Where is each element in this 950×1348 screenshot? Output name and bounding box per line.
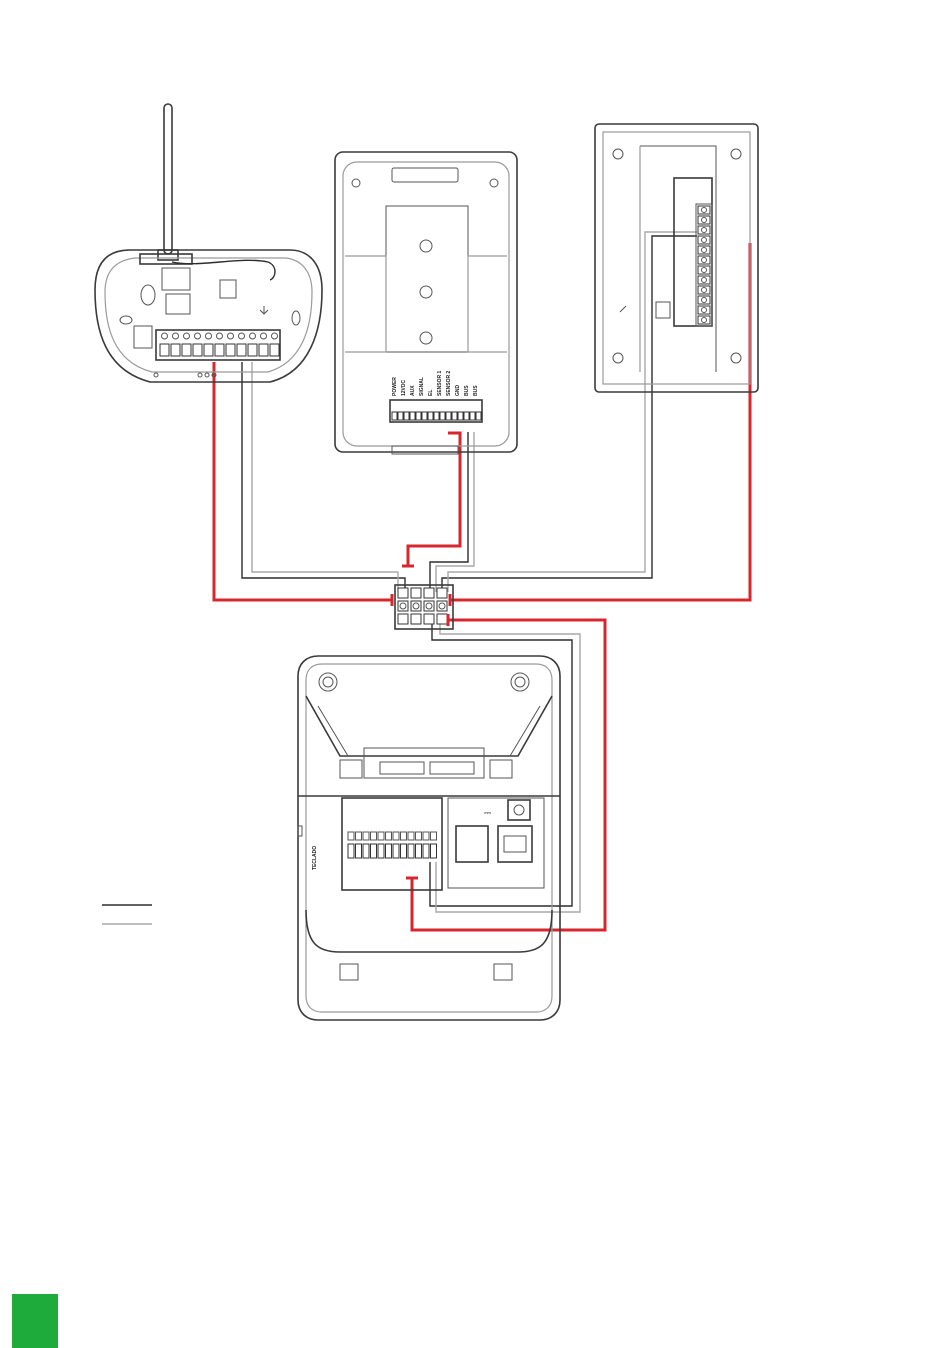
- panel-terminal-label: BUS: [464, 385, 470, 396]
- screw-terminal: [160, 344, 169, 356]
- panel-terminal-label: POWER: [392, 377, 398, 396]
- screw-terminal: [423, 844, 429, 858]
- screw-terminal: [434, 412, 439, 420]
- antenna-icon: [164, 104, 172, 254]
- screw-terminal: [452, 412, 457, 420]
- panel-terminal-label: SENSOR 2: [446, 370, 452, 396]
- screw-terminal: [204, 344, 213, 356]
- screw-terminal: [193, 344, 202, 356]
- screw-terminal: [428, 412, 433, 420]
- screw-terminal: [416, 412, 421, 420]
- screw-icon: [420, 332, 432, 344]
- power-wire-monitor: [412, 620, 605, 930]
- junction-terminal: [424, 614, 434, 624]
- network-port-icon: [456, 826, 488, 862]
- junction-terminal: [411, 614, 421, 624]
- bus-wire-right-grey: [448, 232, 697, 592]
- junction-terminal: [424, 588, 434, 598]
- screw-terminal: [226, 344, 235, 356]
- screw-terminal: [476, 412, 481, 420]
- screw-terminal: [440, 412, 445, 420]
- screw-terminal: [171, 344, 180, 356]
- panel-terminal-label: AUX: [410, 385, 416, 396]
- screw-terminal: [215, 344, 224, 356]
- screw-icon: [420, 240, 432, 252]
- screw-terminal: [464, 412, 469, 420]
- screw-terminal: [386, 844, 392, 858]
- sim-slot: [162, 268, 190, 290]
- screw-terminal: [458, 412, 463, 420]
- screw-terminal: [393, 844, 399, 858]
- screw-terminal: [401, 844, 407, 858]
- power-wire-panel: [408, 433, 460, 566]
- screw-terminal: [348, 844, 354, 858]
- junction-terminal: [437, 588, 447, 598]
- gsm-module: [95, 104, 322, 382]
- screw-terminal: [259, 344, 268, 356]
- screw-icon: [420, 286, 432, 298]
- panel-housing: [335, 152, 517, 452]
- screw-terminal: [470, 412, 475, 420]
- screw-terminal: [398, 412, 403, 420]
- bus-wire-gsm-grey: [252, 362, 398, 590]
- junction-block: [392, 566, 453, 629]
- page-section-marker: [12, 1294, 58, 1348]
- panel-terminal-label: 12VDC: [401, 379, 407, 396]
- junction-terminal: [398, 588, 408, 598]
- screw-terminal: [404, 412, 409, 420]
- screw-terminal: [363, 844, 369, 858]
- screw-terminal: [408, 844, 414, 858]
- screw-terminal: [270, 344, 279, 356]
- screw-terminal: [182, 344, 191, 356]
- panel-terminal-label: EL: [428, 390, 434, 396]
- screw-terminal: [371, 844, 377, 858]
- screw-terminal: [446, 412, 451, 420]
- indoor-unit: [595, 124, 758, 392]
- screw-terminal: [248, 344, 257, 356]
- panel-terminal-label: SIGNAL: [419, 377, 425, 396]
- monitor-side-label: TECLADO: [312, 846, 318, 870]
- network-port-icon: [498, 826, 532, 862]
- junction-terminal: [411, 588, 421, 598]
- monitor: ⎓ TECLADO: [298, 656, 560, 1020]
- junction-terminal: [437, 614, 447, 624]
- screw-terminal: [422, 412, 427, 420]
- dc-symbol: ⎓: [484, 808, 491, 818]
- power-wire-gsm: [214, 362, 392, 600]
- screw-terminal: [416, 844, 422, 858]
- panel-terminal-label: GND: [455, 385, 461, 397]
- legend: [102, 905, 152, 924]
- screw-terminal: [356, 844, 362, 858]
- bus-wire-gsm-dark: [242, 362, 405, 590]
- dc-jack-icon: [508, 800, 530, 820]
- indoor-unit-housing: [595, 124, 758, 392]
- screw-terminal: [378, 844, 384, 858]
- panel-terminal-label: BUS: [473, 385, 479, 396]
- screw-terminal: [237, 344, 246, 356]
- panel-terminal-label: SENSOR 1: [437, 370, 443, 396]
- junction-terminal: [398, 614, 408, 624]
- screw-terminal: [410, 412, 415, 420]
- screw-terminal: [431, 844, 437, 858]
- screw-terminal: [392, 412, 397, 420]
- gsm-terminal-strip: [156, 330, 280, 360]
